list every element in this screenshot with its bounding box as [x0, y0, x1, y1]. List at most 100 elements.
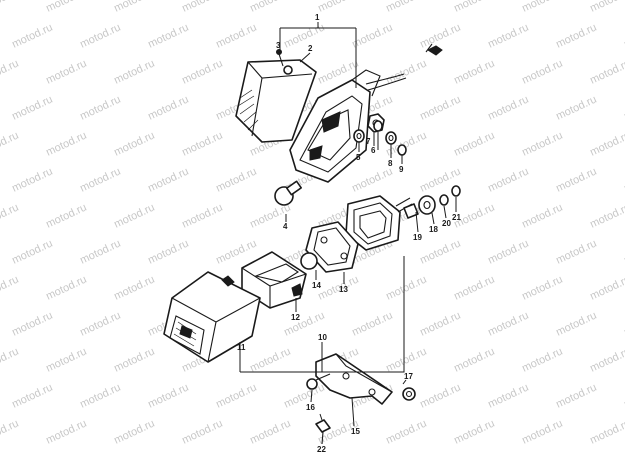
watermark-text: motod.ru [10, 93, 54, 122]
watermark-text: motod.ru [0, 417, 21, 446]
watermark-text: motod.ru [10, 309, 54, 338]
spacer-21-part[interactable] [451, 185, 461, 197]
washer-19-part[interactable] [403, 203, 419, 219]
watermark-text: motod.ru [452, 345, 496, 374]
watermark-text: motod.ru [112, 417, 156, 446]
bracket-bolt-part[interactable] [306, 373, 331, 390]
watermark-text: motod.ru [588, 129, 625, 158]
lamp-housing-part[interactable] [289, 69, 381, 183]
watermark-text: motod.ru [44, 273, 88, 302]
watermark-text: motod.ru [452, 129, 496, 158]
gasket-part[interactable] [305, 221, 359, 273]
license-bulb-part[interactable] [300, 252, 318, 270]
callout-9: 9 [399, 165, 404, 174]
watermark-text: motod.ru [10, 21, 54, 50]
watermark-text: motod.ru [418, 381, 462, 410]
callout-5: 5 [356, 153, 361, 162]
watermark-text: motod.ru [418, 237, 462, 266]
watermark-text: motod.ru [520, 417, 564, 446]
watermark-text: motod.ru [78, 237, 122, 266]
watermark-text: motod.ru [112, 201, 156, 230]
lens-screw-part[interactable] [276, 49, 284, 67]
callout-13: 13 [339, 285, 348, 294]
bushing-18-part[interactable] [418, 195, 436, 215]
washer-5-part[interactable] [353, 129, 365, 143]
callout-11: 11 [237, 343, 246, 352]
license-cover-part[interactable] [163, 271, 261, 363]
watermark-text: motod.ru [44, 57, 88, 86]
watermark-text: motod.ru [10, 165, 54, 194]
watermark-text: motod.ru [146, 237, 190, 266]
callout-17: 17 [404, 372, 413, 381]
watermark-text: motod.ru [0, 0, 21, 15]
wire-harness [365, 73, 407, 91]
watermark-text: motod.ru [384, 417, 428, 446]
watermark-text: motod.ru [418, 309, 462, 338]
watermark-text: motod.ru [452, 57, 496, 86]
rivet-part[interactable] [315, 419, 331, 445]
mounting-bracket-part[interactable] [315, 353, 393, 405]
nut-20-part[interactable] [439, 194, 449, 206]
watermark-text: motod.ru [588, 0, 625, 15]
watermark-text: motod.ru [78, 93, 122, 122]
callout-15: 15 [351, 427, 360, 436]
bulb-part[interactable] [274, 180, 303, 206]
callout-20: 20 [442, 219, 451, 228]
lens-cover-part[interactable] [235, 59, 317, 143]
watermark-text: motod.ru [146, 381, 190, 410]
watermark-text: motod.ru [214, 381, 258, 410]
watermark-text: motod.ru [112, 57, 156, 86]
watermark-text: motod.ru [520, 345, 564, 374]
watermark-text: motod.ru [10, 381, 54, 410]
watermark-text: motod.ru [486, 165, 530, 194]
watermark-text: motod.ru [112, 129, 156, 158]
watermark-text: motod.ru [180, 0, 224, 15]
watermark-text: motod.ru [146, 93, 190, 122]
watermark-text: motod.ru [486, 309, 530, 338]
watermark-text: motod.ru [350, 21, 394, 50]
watermark-text: motod.ru [248, 417, 292, 446]
watermark-text: motod.ru [486, 381, 530, 410]
watermark-text: motod.ru [588, 345, 625, 374]
watermark-text: motod.ru [0, 273, 21, 302]
watermark-text: motod.ru [486, 21, 530, 50]
watermark-text: motod.ru [78, 165, 122, 194]
callout-12: 12 [291, 313, 300, 322]
watermark-text: motod.ru [112, 345, 156, 374]
callout-3: 3 [276, 41, 281, 50]
watermark-text: motod.ru [418, 93, 462, 122]
nut-9-part[interactable] [397, 144, 407, 156]
watermark-text: motod.ru [78, 21, 122, 50]
watermark-text: motod.ru [282, 381, 326, 410]
leader-lines [239, 22, 457, 427]
watermark-text: motod.ru [44, 0, 88, 15]
license-lens-part[interactable] [241, 251, 307, 309]
watermark-text: motod.ru [282, 21, 326, 50]
watermark-text: motod.ru [78, 381, 122, 410]
callout-1: 1 [315, 13, 320, 22]
watermark-text: motod.ru [146, 21, 190, 50]
watermark-text: motod.ru [486, 93, 530, 122]
watermark-text: motod.ru [520, 273, 564, 302]
washer-8-part[interactable] [385, 131, 397, 145]
callout-14: 14 [312, 281, 321, 290]
washer-7-part[interactable] [373, 120, 383, 132]
bracket-nut-part[interactable] [402, 387, 416, 401]
watermark-text: motod.ru [180, 417, 224, 446]
watermark-text: motod.ru [588, 273, 625, 302]
watermark-text: motod.ru [554, 381, 598, 410]
callout-19: 19 [413, 233, 422, 242]
callout-21: 21 [452, 213, 461, 222]
watermark-text: motod.ru [248, 345, 292, 374]
watermark-text: motod.ru [248, 0, 292, 15]
watermark-text: motod.ru [0, 57, 21, 86]
watermark-text: motod.ru [78, 309, 122, 338]
watermark-text: motod.ru [0, 345, 21, 374]
watermark-text: motod.ru [520, 129, 564, 158]
watermark-text: motod.ru [554, 237, 598, 266]
callout-4: 4 [283, 222, 288, 231]
watermark-text: motod.ru [112, 273, 156, 302]
watermark-text: motod.ru [316, 0, 360, 15]
